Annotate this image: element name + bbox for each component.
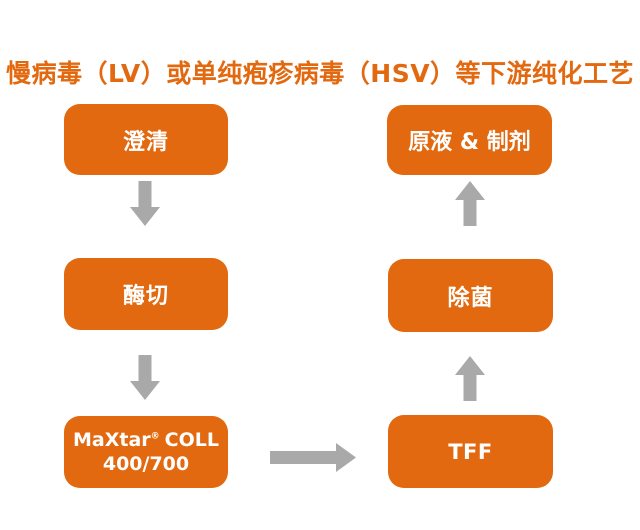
arrow-up-icon [455, 181, 485, 226]
node-sterile-filtration: 除菌 [388, 259, 553, 332]
arrow-down-icon [130, 181, 160, 226]
node-tff: TFF [388, 415, 553, 488]
registered-trademark-icon: ® [150, 431, 160, 442]
node-bulk-and-formulation: 原液 & 制剂 [387, 105, 552, 175]
node-enzyme-digestion: 酶切 [64, 258, 228, 330]
node-maxtar-coll-line2: 400/700 [102, 453, 190, 475]
node-bulk-and-formulation-label: 原液 & 制剂 [408, 130, 531, 155]
maxtar-brand: MaXtar [73, 429, 151, 451]
node-clarification-label: 澄清 [122, 129, 169, 155]
arrow-right-icon [270, 443, 356, 472]
node-maxtar-coll-line1: MaXtar® COLL [73, 428, 219, 452]
node-maxtar-coll: MaXtar® COLL 400/700 [64, 416, 228, 488]
node-tff-label: TFF [448, 439, 493, 464]
node-clarification: 澄清 [64, 104, 228, 175]
node-enzyme-digestion-label: 酶切 [122, 284, 169, 309]
diagram-title: 慢病毒（LV）或单纯疱疹病毒（HSV）等下游纯化工艺 [5, 59, 635, 88]
node-sterile-filtration-label: 除菌 [447, 285, 494, 311]
arrow-down-icon [130, 355, 160, 400]
maxtar-brand-suffix: COLL [164, 429, 219, 451]
arrow-up-icon [455, 356, 485, 401]
